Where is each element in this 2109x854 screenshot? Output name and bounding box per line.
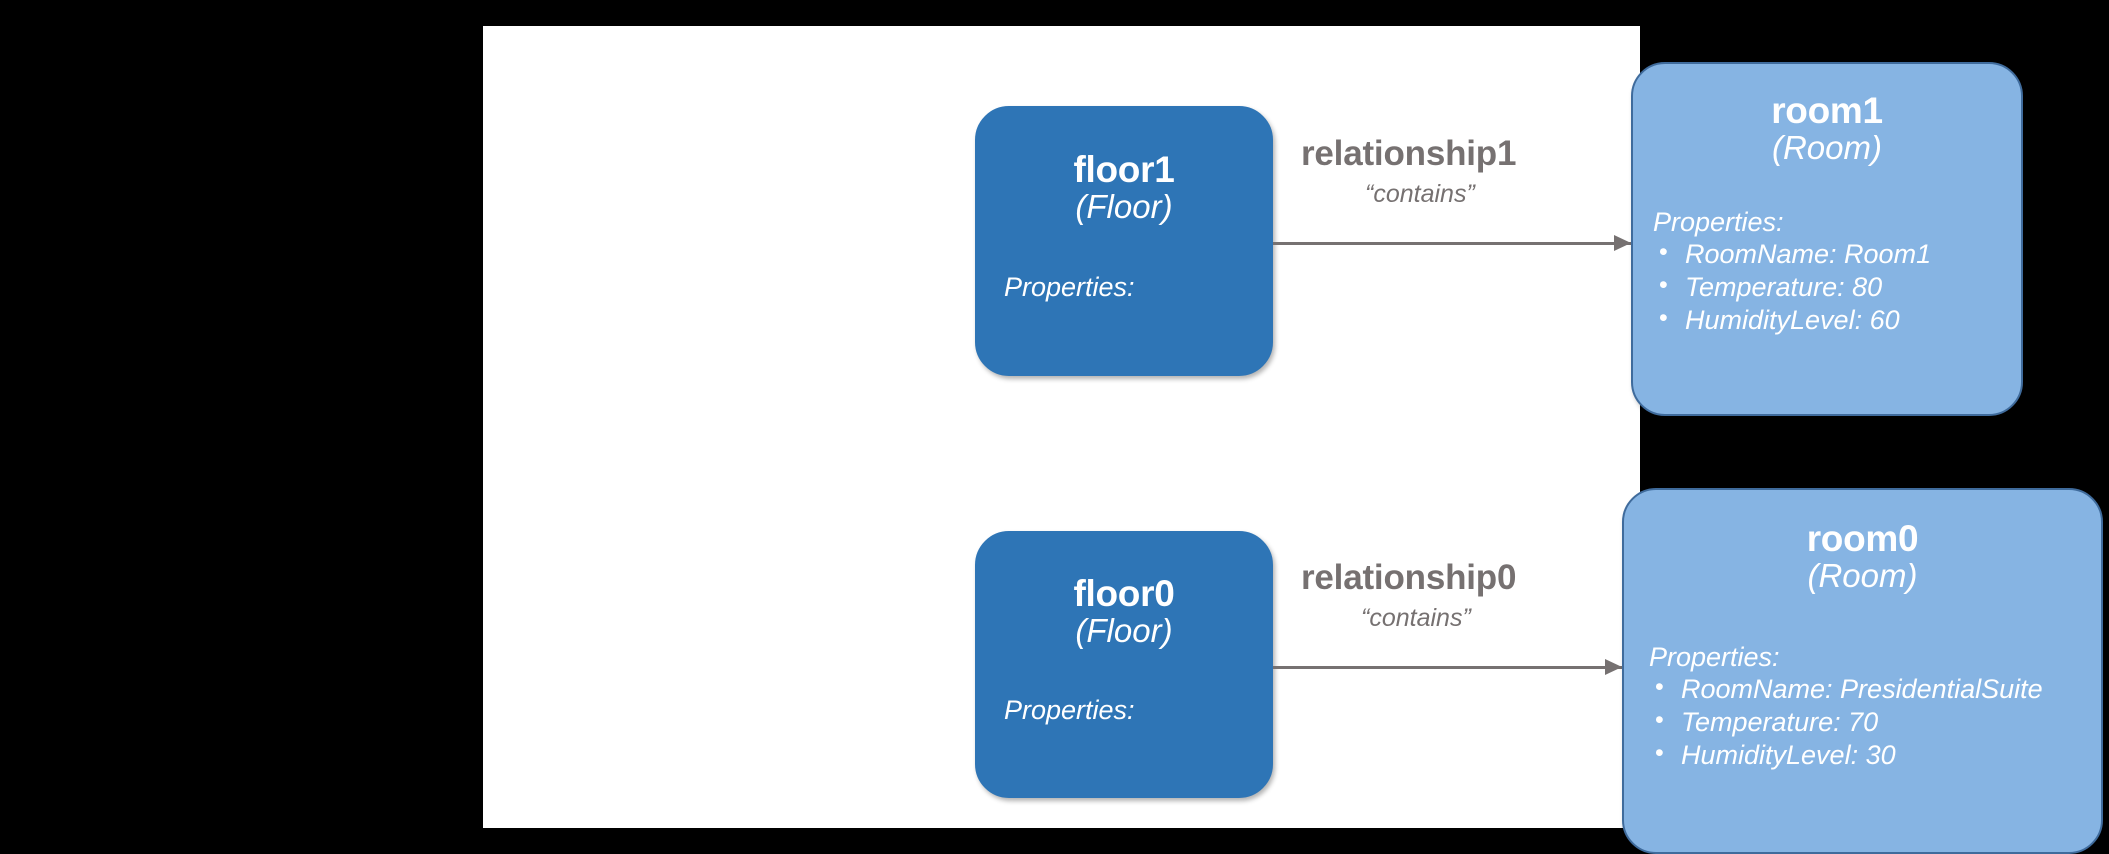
bullet-icon: •: [1655, 739, 1664, 768]
edge-relationship0-kind: “contains”: [1361, 604, 1471, 632]
node-floor0-properties-label: Properties:: [1004, 695, 1135, 725]
bullet-icon: •: [1655, 673, 1664, 702]
bullet-icon: •: [1659, 304, 1668, 333]
edge-relationship1-line: [1273, 242, 1631, 245]
list-item-text: Temperature: 80: [1685, 272, 1883, 303]
node-room0-properties-label: Properties:: [1649, 642, 1780, 672]
edge-relationship0-line: [1273, 666, 1622, 669]
node-floor1-properties-label: Properties:: [1004, 272, 1135, 302]
arrow-head-icon: [1614, 235, 1631, 251]
edge-relationship1-kind: “contains”: [1365, 180, 1475, 208]
node-room1-title: room1: [1771, 90, 1883, 131]
list-item: • HumidityLevel: 60: [1653, 304, 1931, 337]
list-item: • HumidityLevel: 30: [1649, 739, 2043, 772]
node-room1[interactable]: room1 (Room) Properties: • RoomName: Room…: [1631, 62, 2023, 416]
list-item: • RoomName: PresidentialSuite: [1649, 673, 2043, 706]
node-room1-properties-list: • RoomName: Room1 • Temperature: 80 • Humid…: [1653, 238, 1931, 337]
edge-relationship0-name: relationship0: [1301, 558, 1517, 597]
diagram-stage: floor1 (Floor) Properties: relationship1…: [483, 26, 2103, 854]
list-item-text: HumidityLevel: 60: [1685, 305, 1900, 336]
node-room0-type: (Room): [1807, 557, 1918, 595]
node-room0-title: room0: [1806, 518, 1919, 559]
edge-relationship1-name: relationship1: [1301, 134, 1517, 173]
node-room1-type: (Room): [1771, 129, 1882, 167]
node-room0-properties: Properties: • RoomName: PresidentialSuite…: [1649, 642, 2043, 772]
bullet-icon: •: [1659, 271, 1668, 300]
node-room1-properties-label: Properties:: [1653, 207, 1784, 237]
list-item-text: HumidityLevel: 30: [1681, 740, 1896, 771]
node-floor0-type: (Floor): [1075, 612, 1173, 650]
slide-canvas: floor1 (Floor) Properties: relationship1…: [483, 26, 2103, 854]
bullet-icon: •: [1659, 238, 1668, 267]
list-item-text: RoomName: Room1: [1685, 239, 1932, 270]
node-room1-properties: Properties: • RoomName: Room1 • Temperatur…: [1653, 207, 1931, 337]
list-item-text: RoomName: PresidentialSuite: [1681, 674, 2043, 705]
node-floor1[interactable]: floor1 (Floor) Properties:: [975, 106, 1273, 376]
node-floor0[interactable]: floor0 (Floor) Properties:: [975, 531, 1273, 798]
list-item: • Temperature: 70: [1649, 706, 2043, 739]
arrow-head-icon: [1605, 659, 1622, 675]
bullet-icon: •: [1655, 706, 1664, 735]
node-floor1-title: floor1: [1073, 149, 1175, 190]
list-item-text: Temperature: 70: [1681, 707, 1879, 738]
node-floor1-type: (Floor): [1075, 188, 1173, 226]
list-item: • Temperature: 80: [1653, 271, 1931, 304]
node-room0[interactable]: room0 (Room) Properties: • RoomName: Pres…: [1622, 488, 2103, 854]
node-room0-properties-list: • RoomName: PresidentialSuite • Temperatur…: [1649, 673, 2043, 772]
node-floor0-title: floor0: [1073, 573, 1175, 614]
list-item: • RoomName: Room1: [1653, 238, 1931, 271]
